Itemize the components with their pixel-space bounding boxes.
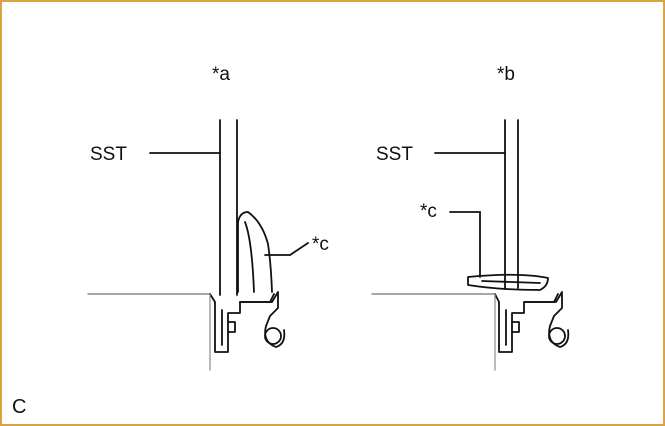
clip-ring-a-ext xyxy=(264,325,286,348)
marker-b-label: *b xyxy=(497,64,515,85)
marker-a-label: *a xyxy=(212,64,230,85)
part-c-b-inner xyxy=(481,280,541,284)
part-c-label-a: *c xyxy=(312,234,329,255)
holder-a xyxy=(209,291,279,353)
holder-b-inner xyxy=(505,293,559,346)
sst-label-b: SST xyxy=(376,144,413,165)
sst-label-a: SST xyxy=(90,144,127,165)
view-b xyxy=(371,119,570,371)
view-a xyxy=(87,119,309,371)
holder-a-inner xyxy=(221,293,275,346)
holder-b xyxy=(494,291,563,353)
corner-label: C xyxy=(12,396,27,418)
part-c-a xyxy=(237,211,273,293)
part-c-label-b: *c xyxy=(420,201,437,222)
part-c-a-inner xyxy=(244,221,255,293)
part-c-b xyxy=(467,273,549,291)
clip-ring-b-ext xyxy=(548,325,570,348)
part-c-leader-a2 xyxy=(289,242,309,256)
